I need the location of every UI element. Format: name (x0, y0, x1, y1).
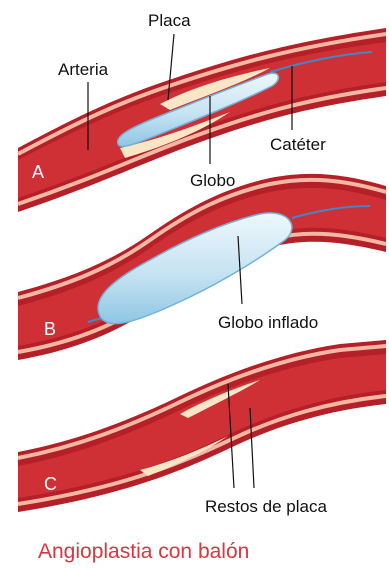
label-restos-de-placa: Restos de placa (205, 497, 327, 516)
label-cateter: Catéter (270, 135, 326, 154)
label-globo-inflado: Globo inflado (218, 313, 318, 332)
panel-a-letter: A (32, 162, 44, 182)
label-arteria: Arteria (58, 60, 109, 79)
artery-c-lumen (18, 354, 386, 498)
panel-c-letter: C (44, 474, 57, 494)
label-placa: Placa (148, 11, 191, 30)
panel-b: B (18, 174, 386, 360)
diagram-title: Angioplastia con balón (38, 540, 249, 563)
label-globo: Globo (190, 171, 235, 190)
panel-c: C (18, 340, 386, 512)
panel-b-letter: B (44, 319, 56, 339)
